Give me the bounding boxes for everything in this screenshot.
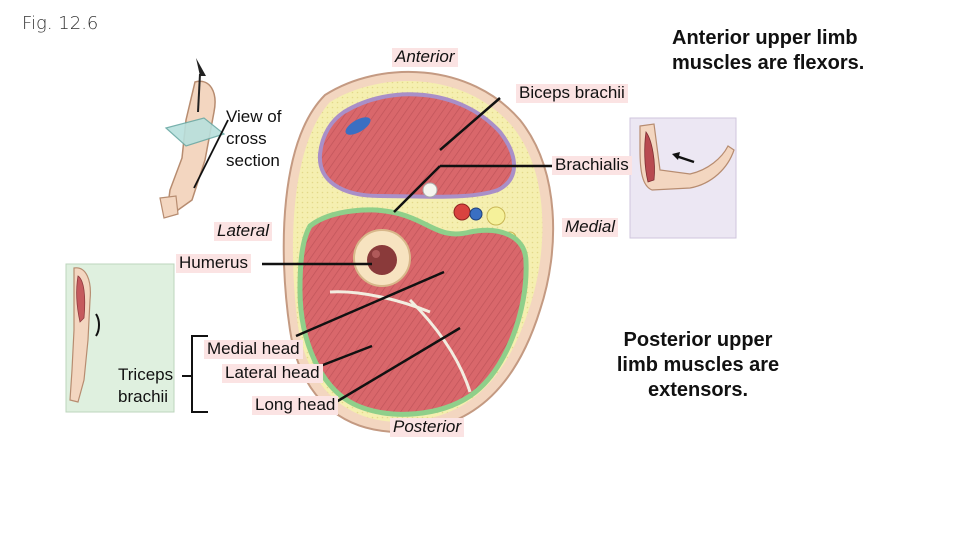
brachialis-label: Brachialis bbox=[552, 155, 632, 175]
triceps-brachii-text: Triceps brachii bbox=[118, 365, 174, 407]
figure-number: Fig. 12.6 bbox=[22, 13, 99, 34]
lateral-label: Lateral bbox=[214, 221, 272, 241]
view-cross-section-text: View of cross section bbox=[226, 107, 282, 171]
triceps-brachii-label: Triceps brachii bbox=[118, 364, 184, 408]
flexor-note-text: Anterior upper limb muscles are flexors. bbox=[672, 27, 865, 74]
extensor-note: Posterior upper limb muscles are extenso… bbox=[616, 329, 780, 401]
posterior-label: Posterior bbox=[390, 417, 465, 437]
cross-section bbox=[282, 70, 555, 434]
biceps-brachii-label: Biceps brachii bbox=[516, 83, 628, 103]
medial-label: Medial bbox=[562, 217, 619, 237]
humerus-label: Humerus bbox=[176, 253, 251, 273]
arm-view-inset bbox=[159, 58, 226, 219]
flexor-note: Anterior upper limb muscles are flexors. bbox=[672, 26, 912, 76]
lateral-head-label: Lateral head bbox=[222, 363, 323, 383]
anterior-arm-inset bbox=[629, 117, 737, 239]
anterior-label: Anterior bbox=[392, 47, 458, 67]
view-cross-section-label: View of cross section bbox=[226, 106, 298, 172]
medial-head-label: Medial head bbox=[204, 339, 303, 359]
long-head-label: Long head bbox=[252, 395, 339, 415]
posterior-arm-inset bbox=[65, 263, 175, 413]
